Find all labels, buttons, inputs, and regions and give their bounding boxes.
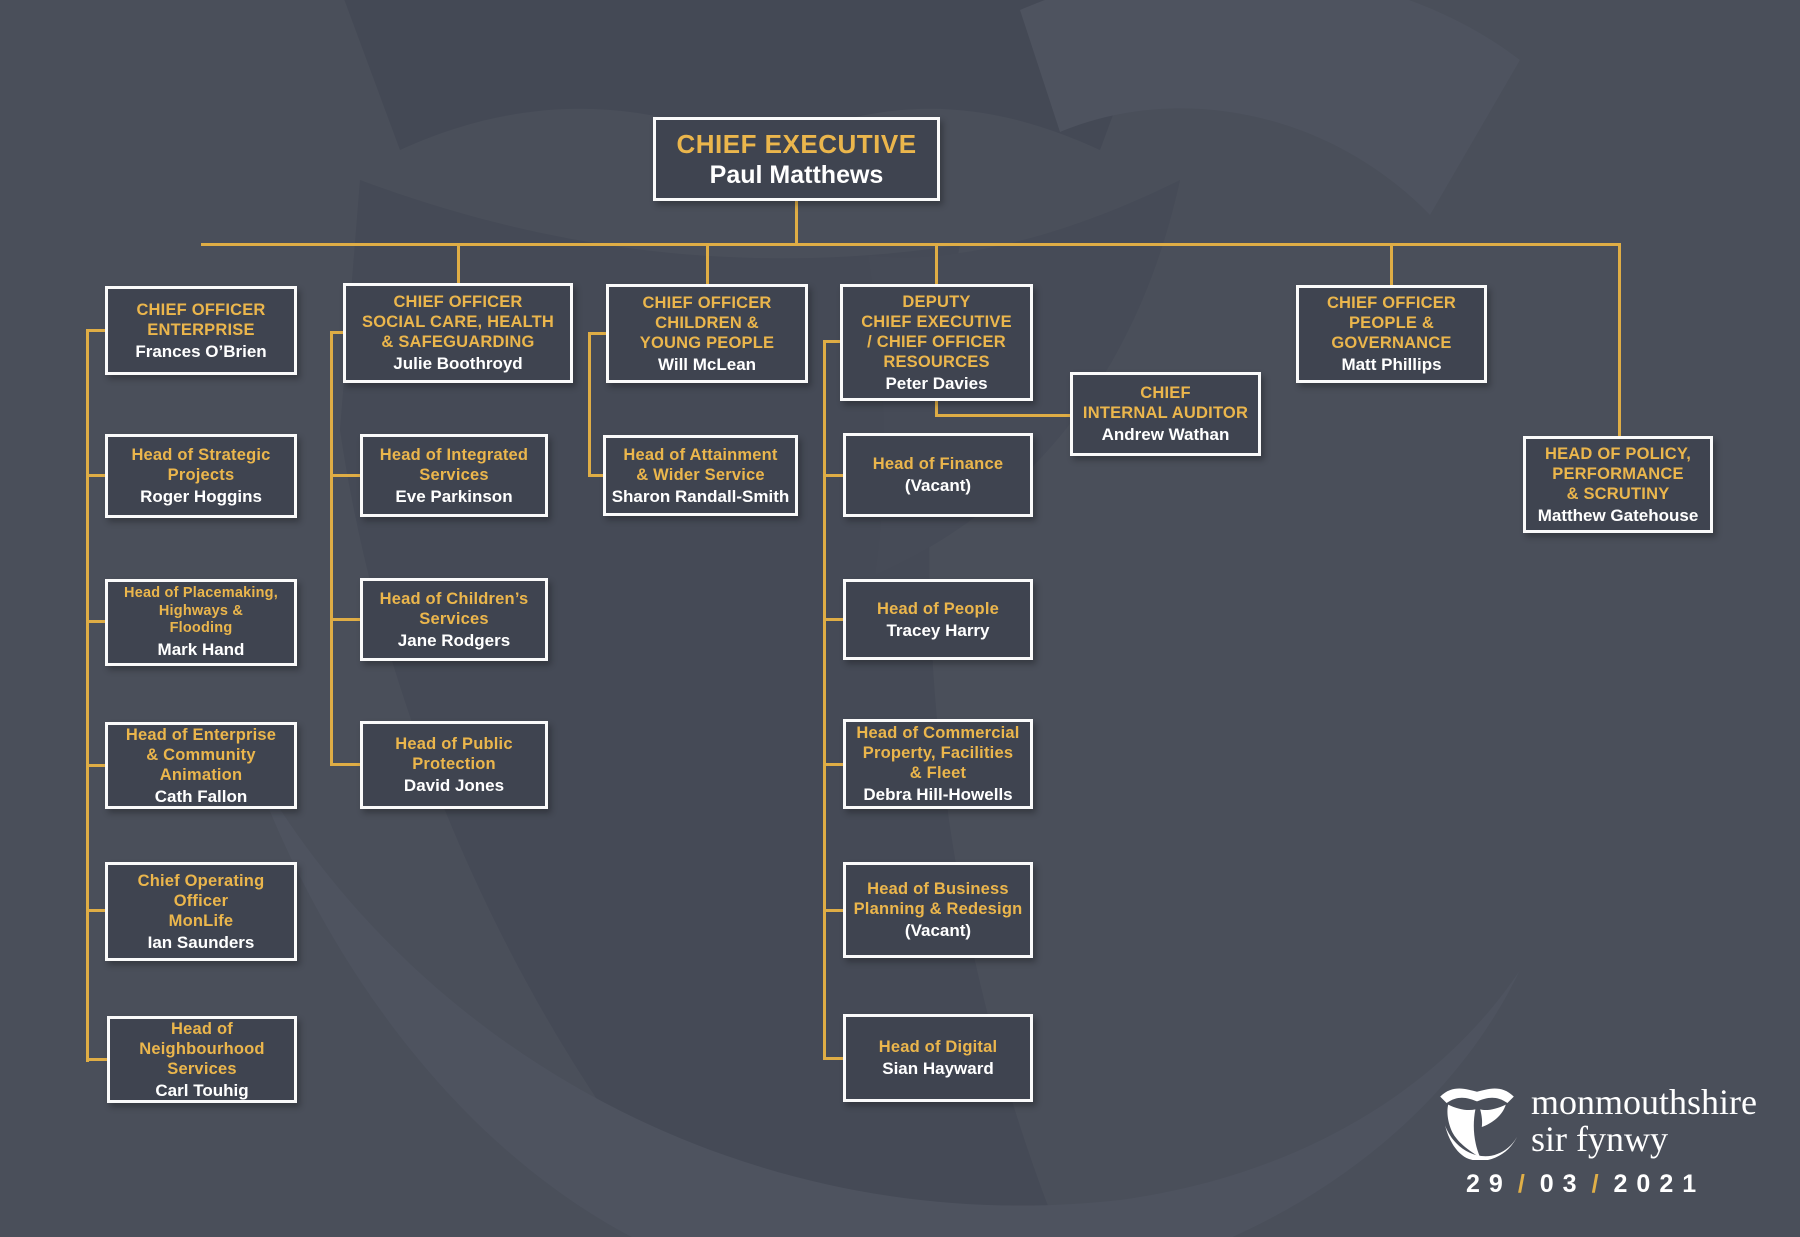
node-person: Ian Saunders bbox=[147, 932, 255, 952]
node-title: CHIEF OFFICER CHILDREN & YOUNG PEOPLE bbox=[639, 293, 775, 352]
connector-stub-integrated-services bbox=[330, 474, 363, 477]
org-node-placemaking-highways-flooding: Head of Placemaking, Highways & Flooding… bbox=[105, 579, 297, 666]
node-title: HEAD OF POLICY, PERFORMANCE & SCRUTINY bbox=[1544, 444, 1691, 503]
org-node-policy-performance-scrutiny: HEAD OF POLICY, PERFORMANCE & SCRUTINY M… bbox=[1523, 436, 1713, 533]
connector-stub-monlife bbox=[86, 909, 108, 912]
connector-drop-resources bbox=[935, 243, 938, 286]
connector-stub-childrens-services bbox=[330, 618, 363, 621]
council-logo: monmouthshire sir fynwy bbox=[1437, 1078, 1757, 1160]
node-person: David Jones bbox=[403, 776, 505, 795]
connector-stub-public-protection bbox=[330, 763, 363, 766]
node-person: Roger Hoggins bbox=[140, 487, 262, 506]
node-person: Cath Fallon bbox=[154, 786, 248, 806]
node-title: Head of Finance bbox=[872, 455, 1004, 473]
org-node-enterprise: CHIEF OFFICER ENTERPRISE Frances O’Brien bbox=[105, 286, 297, 375]
node-person: Carl Touhig bbox=[155, 1080, 249, 1100]
node-title: Head of Integrated Services bbox=[379, 445, 529, 484]
node-title: Head of Business Planning & Redesign bbox=[853, 880, 1023, 918]
connector-stub-enterprise bbox=[86, 329, 108, 332]
brand-line-welsh: sir fynwy bbox=[1531, 1119, 1668, 1159]
node-title: Head of Attainment & Wider Service bbox=[623, 445, 778, 484]
node-person: Jane Rodgers bbox=[397, 630, 511, 650]
brand-line-english: monmouthshire bbox=[1531, 1082, 1757, 1122]
connector-rail-social-care bbox=[330, 331, 333, 766]
org-node-people-governance: CHIEF OFFICER PEOPLE & GOVERNANCE Matt P… bbox=[1296, 285, 1487, 383]
node-person: Debra Hill-Howells bbox=[863, 785, 1013, 804]
org-node-children-young-people: CHIEF OFFICER CHILDREN & YOUNG PEOPLE Wi… bbox=[606, 284, 808, 383]
org-node-enterprise-community-animation: Head of Enterprise & Community Animation… bbox=[105, 722, 297, 809]
connector-auditor-horizontal bbox=[935, 414, 1073, 417]
date-separator: / bbox=[1591, 1170, 1608, 1198]
org-node-childrens-services: Head of Children’s Services Jane Rodgers bbox=[360, 578, 548, 661]
node-title: CHIEF OFFICER ENTERPRISE bbox=[136, 300, 266, 339]
org-node-deputy-resources: DEPUTY CHIEF EXECUTIVE / CHIEF OFFICER R… bbox=[840, 284, 1033, 401]
connector-drop-policy bbox=[1618, 243, 1621, 438]
org-node-chief-executive: CHIEF EXECUTIVE Paul Matthews bbox=[653, 117, 940, 201]
connector-rail-resources bbox=[823, 340, 826, 1060]
date-separator: / bbox=[1517, 1170, 1534, 1198]
node-person: Matt Phillips bbox=[1341, 355, 1442, 374]
node-person: Andrew Wathan bbox=[1101, 425, 1230, 444]
org-node-neighbourhood-services: Head of Neighbourhood Services Carl Touh… bbox=[107, 1016, 297, 1103]
node-title: Head of Enterprise & Community Animation bbox=[125, 725, 277, 784]
node-title: Head of People bbox=[877, 599, 999, 618]
node-person: Sharon Randall-Smith bbox=[611, 486, 790, 506]
council-brand-name: monmouthshire sir fynwy bbox=[1531, 1084, 1757, 1158]
node-person: Eve Parkinson bbox=[395, 486, 513, 506]
node-person: Paul Matthews bbox=[709, 161, 884, 189]
node-person: (Vacant) bbox=[904, 921, 972, 940]
org-node-coo-monlife: Chief Operating Officer MonLife Ian Saun… bbox=[105, 862, 297, 961]
connector-drop-people-governance bbox=[1390, 243, 1393, 287]
date-day: 29 bbox=[1466, 1170, 1512, 1198]
connector-drop-children bbox=[706, 243, 709, 286]
org-node-strategic-projects: Head of Strategic Projects Roger Hoggins bbox=[105, 434, 297, 518]
node-title: CHIEF OFFICER SOCIAL CARE, HEALTH & SAFE… bbox=[361, 293, 555, 351]
org-node-digital: Head of Digital Sian Hayward bbox=[843, 1014, 1033, 1102]
org-node-people: Head of People Tracey Harry bbox=[843, 579, 1033, 660]
connector-drop-social-care bbox=[457, 243, 460, 285]
org-node-commercial-property-facilities-fleet: Head of Commercial Property, Facilities … bbox=[843, 719, 1033, 809]
node-person: Will McLean bbox=[657, 354, 757, 374]
org-node-finance: Head of Finance (Vacant) bbox=[843, 433, 1033, 517]
connector-stub-community-animation bbox=[86, 764, 108, 767]
node-person: Mark Hand bbox=[157, 639, 245, 659]
node-person: Peter Davies bbox=[885, 373, 988, 393]
connector-ce-drop bbox=[795, 201, 798, 245]
date-month: 03 bbox=[1539, 1170, 1586, 1198]
node-title: CHIEF OFFICER PEOPLE & GOVERNANCE bbox=[1326, 294, 1457, 352]
node-title: CHIEF EXECUTIVE bbox=[676, 129, 917, 159]
node-title: DEPUTY CHIEF EXECUTIVE / CHIEF OFFICER R… bbox=[861, 292, 1012, 371]
connector-top-horizontal bbox=[201, 243, 1621, 246]
node-person: Julie Boothroyd bbox=[393, 354, 523, 373]
node-person: Tracey Harry bbox=[886, 620, 990, 640]
node-title: Head of Public Protection bbox=[395, 735, 513, 773]
org-node-chief-internal-auditor: CHIEF INTERNAL AUDITOR Andrew Wathan bbox=[1070, 372, 1261, 456]
date-year: 2021 bbox=[1613, 1170, 1706, 1198]
node-person: Frances O’Brien bbox=[135, 341, 267, 361]
node-title: CHIEF INTERNAL AUDITOR bbox=[1082, 384, 1249, 422]
node-title: Head of Commercial Property, Facilities … bbox=[856, 724, 1020, 782]
node-person: Sian Hayward bbox=[882, 1059, 994, 1078]
connector-stub-social-care bbox=[330, 331, 346, 334]
node-title: Head of Neighbourhood Services bbox=[139, 1019, 265, 1078]
node-title: Head of Strategic Projects bbox=[131, 446, 271, 484]
connector-stub-strategic-projects bbox=[86, 474, 108, 477]
org-node-public-protection: Head of Public Protection David Jones bbox=[360, 721, 548, 809]
org-node-social-care: CHIEF OFFICER SOCIAL CARE, HEALTH & SAFE… bbox=[343, 283, 573, 383]
council-shield-icon bbox=[1440, 1088, 1517, 1160]
org-node-attainment-wider-service: Head of Attainment & Wider Service Sharo… bbox=[603, 435, 798, 516]
node-title: Head of Children’s Services bbox=[379, 589, 529, 628]
connector-rail-enterprise bbox=[86, 329, 89, 1062]
org-node-business-planning-redesign: Head of Business Planning & Redesign (Va… bbox=[843, 862, 1033, 958]
connector-stub-neighbourhood bbox=[86, 1058, 110, 1061]
node-title: Chief Operating Officer MonLife bbox=[137, 871, 265, 930]
node-person: Matthew Gatehouse bbox=[1537, 505, 1699, 525]
node-title: Head of Digital bbox=[878, 1038, 998, 1056]
node-person: (Vacant) bbox=[904, 476, 972, 495]
org-node-integrated-services: Head of Integrated Services Eve Parkinso… bbox=[360, 434, 548, 517]
node-title: Head of Placemaking, Highways & Flooding bbox=[124, 585, 278, 637]
chart-date: 29 / 03 / 2021 bbox=[1466, 1170, 1705, 1199]
connector-rail-children bbox=[588, 332, 591, 477]
connector-stub-placemaking bbox=[86, 620, 108, 623]
